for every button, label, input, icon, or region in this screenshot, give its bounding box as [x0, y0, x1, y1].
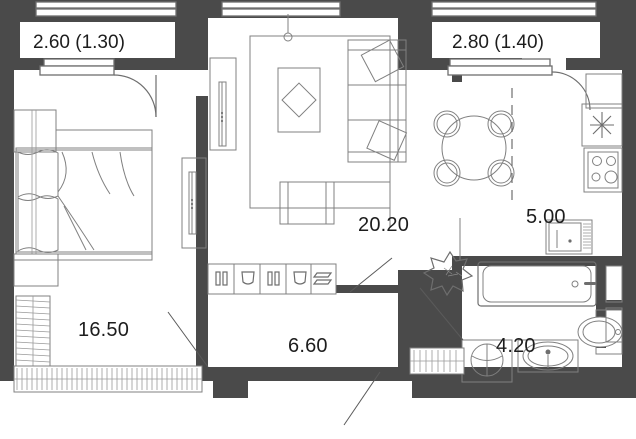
balcony-right-label: 2.80 (1.40): [452, 32, 544, 53]
kitchen-sink: [581, 103, 623, 147]
bathtub: [477, 261, 597, 307]
area-label-bathroom: 4.20: [496, 335, 536, 357]
radiator-horizontal: [13, 365, 203, 393]
wardrobe-run: [207, 250, 474, 297]
cooktop: [583, 147, 623, 193]
area-label-kitchen-zone: 5.00: [526, 206, 566, 228]
armchair: [279, 181, 391, 228]
balcony-glazing: [35, 1, 597, 76]
bedroom-furniture: [13, 109, 203, 393]
bed: [15, 147, 153, 255]
tv-cabinet: [209, 57, 237, 151]
potted-plant: [422, 250, 474, 297]
radiator-vertical: [15, 295, 51, 367]
washbasin: [517, 339, 579, 373]
area-label-bedroom: 16.50: [78, 319, 130, 341]
sofa: [347, 39, 408, 163]
door-swings: [113, 71, 591, 118]
tv-cabinet-lower: [181, 157, 207, 249]
living-room-furniture: [181, 14, 515, 249]
area-label-living-room-kitchen: 20.20: [358, 214, 410, 236]
oven: [545, 219, 593, 255]
bathroom-fixtures: [409, 261, 623, 383]
towel-radiator: [409, 347, 465, 375]
area-label-hallway: 6.60: [288, 335, 328, 357]
kitchen-fixtures: [459, 73, 623, 260]
leader-lines: [167, 257, 464, 426]
dining-table: [433, 110, 515, 187]
balcony-left-label: 2.60 (1.30): [33, 32, 125, 53]
